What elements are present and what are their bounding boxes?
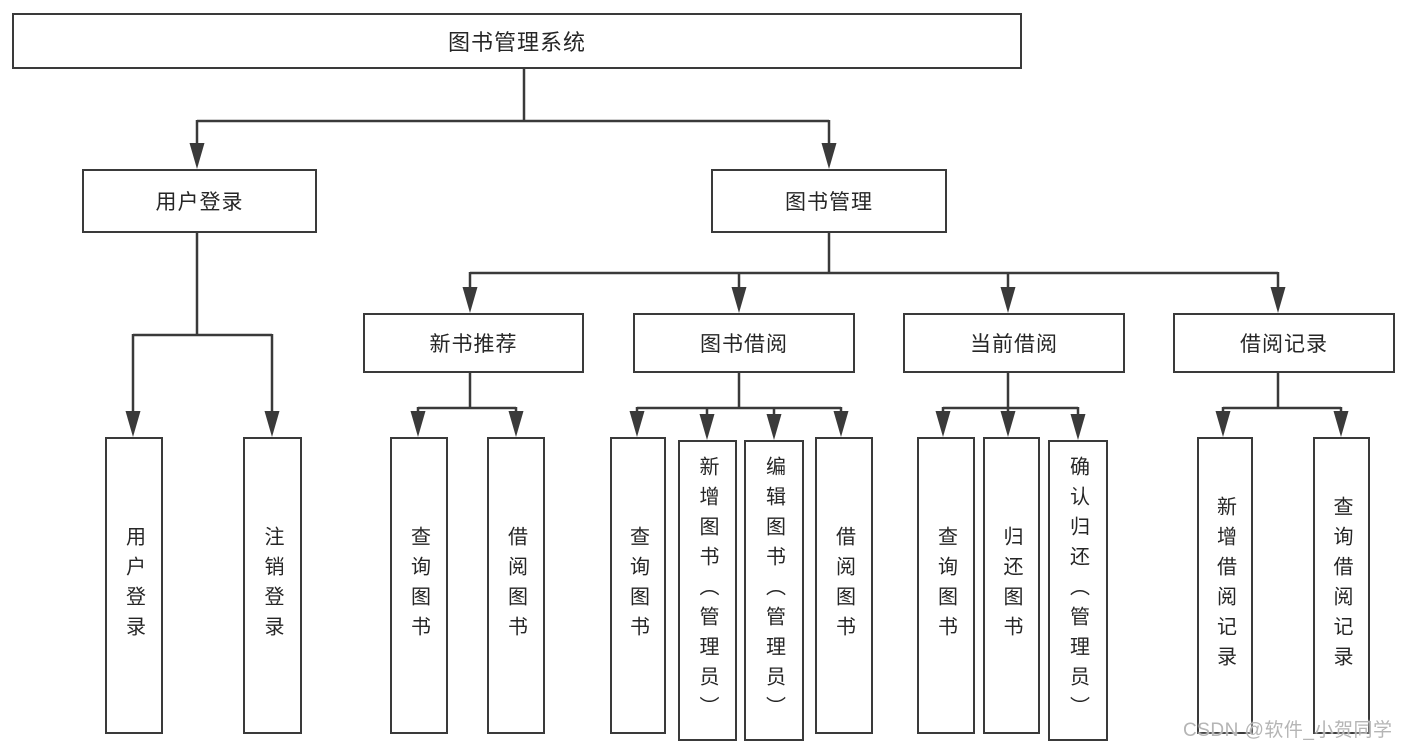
connector-segments	[131, 69, 1343, 423]
watermark: CSDN @软件_小贺同学	[1183, 720, 1393, 741]
node-book-borrow: 图书借阅	[633, 313, 855, 373]
leaf-recommend-borrow-books: 借阅图书	[487, 437, 545, 734]
leaf-add-borrow-record: 新增借阅记录	[1197, 437, 1253, 734]
leaf-user-login: 用户登录	[105, 437, 163, 734]
node-new-book-recommend: 新书推荐	[363, 313, 584, 373]
node-current-borrow: 当前借阅	[903, 313, 1125, 373]
arrow-down-icons	[125, 143, 1349, 440]
leaf-query-borrow-record: 查询借阅记录	[1313, 437, 1370, 734]
leaf-current-query-books: 查询图书	[917, 437, 975, 734]
node-borrow-record: 借阅记录	[1173, 313, 1395, 373]
node-book-management: 图书管理	[711, 169, 947, 233]
node-user-login: 用户登录	[82, 169, 317, 233]
leaf-borrow-query-books: 查询图书	[610, 437, 666, 734]
leaf-add-books-admin: 新增图书（管理员）	[678, 440, 737, 741]
leaf-logout: 注销登录	[243, 437, 302, 734]
leaf-borrow-books: 借阅图书	[815, 437, 873, 734]
leaf-edit-books-admin: 编辑图书（管理员）	[744, 440, 804, 741]
node-root-system: 图书管理系统	[12, 13, 1022, 69]
leaf-return-books: 归还图书	[983, 437, 1040, 734]
leaf-recommend-query-books: 查询图书	[390, 437, 448, 734]
leaf-confirm-return-admin: 确认归还（管理员）	[1048, 440, 1108, 741]
